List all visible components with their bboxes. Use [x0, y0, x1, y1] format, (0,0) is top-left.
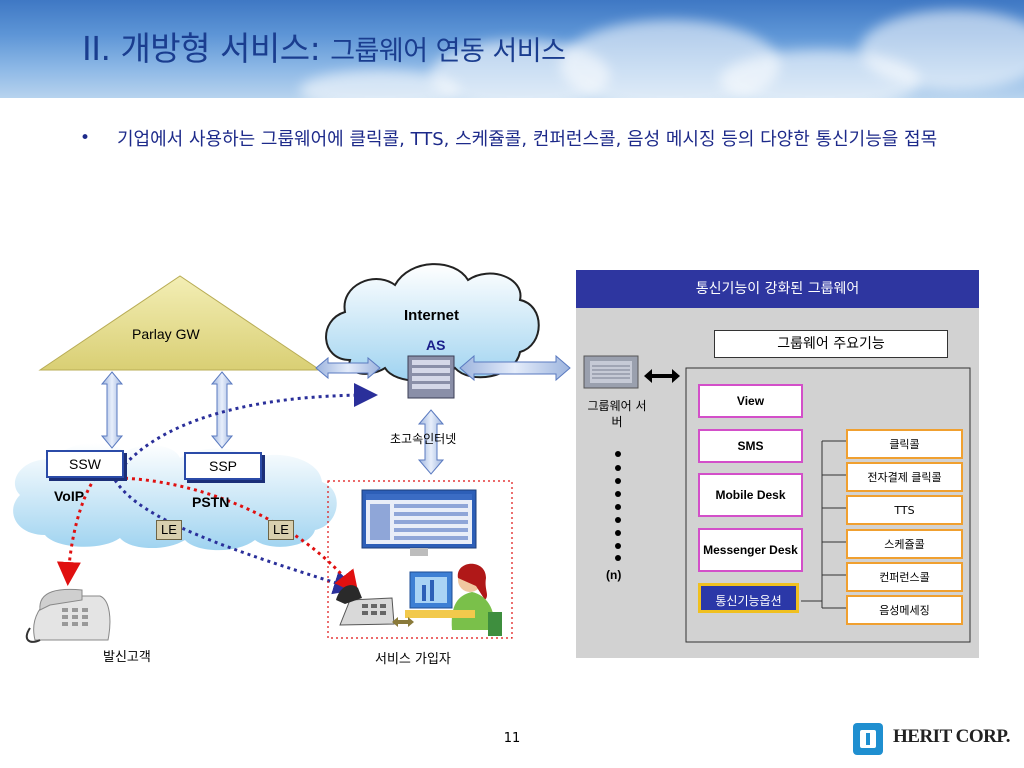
as-server-icon — [407, 355, 455, 399]
voip-label: VoIP — [54, 488, 85, 504]
page-title: II. 개방형 서비스: 그룹웨어 연동 서비스 — [82, 22, 566, 70]
option-tts: TTS — [846, 495, 963, 525]
subscriber-frame — [327, 480, 513, 639]
ssw-label: SSW — [69, 456, 101, 472]
internet-label: Internet — [404, 307, 460, 324]
monitor-icon — [361, 489, 477, 556]
herit-logo-icon — [853, 723, 883, 755]
subscriber-phone-icon — [336, 585, 395, 626]
ssp-server: SSP — [184, 452, 262, 480]
title-main: II. 개방형 서비스: — [82, 29, 321, 68]
server-count-label: (n) — [606, 568, 622, 582]
double-arrow-server-functions — [644, 369, 680, 383]
option-approval-click-call: 전자결제 클릭콜 — [846, 462, 963, 492]
ssw-server: SSW — [46, 450, 124, 478]
call-path-subscriber — [117, 476, 359, 595]
caller-phone-icon — [25, 588, 111, 643]
double-arrow-internet-server — [459, 354, 571, 382]
option-conference-call: 컨퍼런스콜 — [846, 562, 963, 592]
option-schedule-call: 스케쥴콜 — [846, 529, 963, 559]
highspeed-internet-label: 초고속인터넷 — [390, 432, 457, 446]
option-box: 통신기능옵션 — [698, 583, 799, 613]
module-mobile-desk: Mobile Desk — [698, 473, 803, 517]
groupware-panel-header-bg — [576, 270, 979, 308]
signal-path-ssw-subscriber — [113, 479, 358, 595]
bullet-marker: • — [80, 128, 91, 148]
module-messenger-desk: Messenger Desk — [698, 528, 803, 572]
caller-label: 발신고객 — [103, 650, 151, 665]
double-arrow-ssp-parlay — [210, 371, 234, 449]
server-ellipsis-dots — [615, 451, 621, 561]
header-banner — [0, 0, 1024, 98]
double-arrow-phone-person — [392, 617, 414, 627]
option-click-call: 클릭콜 — [846, 429, 963, 459]
main-functions-box: 그룹웨어 주요기능 — [714, 330, 948, 358]
groupware-panel-title: 통신기능이 강화된 그룹웨어 — [695, 281, 860, 297]
double-arrow-internet-subscriber — [417, 409, 445, 475]
module-view: View — [698, 384, 803, 418]
subscriber-label: 서비스 가입자 — [375, 652, 451, 667]
as-label: AS — [426, 337, 446, 353]
signal-path-ssw-as — [118, 383, 378, 471]
parlay-gw-triangle — [38, 275, 322, 371]
module-sms: SMS — [698, 429, 803, 463]
ssp-label: SSP — [208, 458, 237, 474]
double-arrow-parlay-internet — [315, 356, 381, 380]
option-connector-lines — [801, 440, 846, 609]
title-sub: 그룹웨어 연동 서비스 — [330, 36, 566, 67]
body-paragraph: 기업에서 사용하는 그룹웨어에 클릭콜, TTS, 스케쥴콜, 컨퍼런스콜, 음… — [117, 129, 938, 150]
parlay-gw-label: Parlay GW — [132, 326, 200, 342]
company-name: HERIT CORP. — [893, 726, 1010, 747]
le-box-voip: LE — [156, 520, 182, 540]
option-voice-messaging: 음성메세징 — [846, 595, 963, 625]
groupware-server-label: 그룹웨어 서버 — [587, 399, 647, 429]
le-box-pstn: LE — [268, 520, 294, 540]
call-path-caller — [56, 477, 97, 586]
double-arrow-ssw-parlay — [100, 371, 124, 449]
page-number: 11 — [503, 731, 521, 746]
pstn-label: PSTN — [192, 494, 230, 510]
groupware-server-icon — [583, 355, 639, 389]
operator-person-icon — [405, 563, 502, 636]
